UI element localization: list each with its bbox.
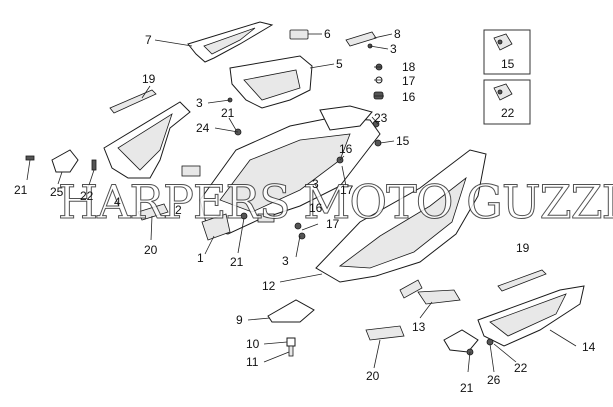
part-20-plate-left (137, 203, 169, 221)
callout-21: 21 (230, 255, 244, 269)
callout-22: 22 (80, 189, 94, 203)
part-6-clip (289, 29, 309, 40)
part-14-right-panel (477, 285, 585, 347)
callout-21: 21 (14, 183, 28, 197)
callout-25: 25 (50, 185, 64, 199)
callout-17: 17 (326, 217, 340, 231)
callout-26: 26 (487, 373, 501, 387)
callout-9: 9 (236, 313, 243, 327)
part-10-11-fastener (286, 337, 296, 357)
part-19-strip-right (497, 269, 547, 292)
callout-21: 21 (221, 106, 235, 120)
callout-16: 16 (339, 142, 353, 156)
callout-15: 15 (396, 134, 410, 148)
part-1-lower-piece (201, 213, 231, 241)
part-5-inner-panel (229, 55, 313, 109)
callout-20: 20 (366, 369, 380, 383)
callout-22: 22 (514, 361, 528, 375)
callout-3: 3 (390, 42, 397, 56)
part-13-plate (417, 289, 461, 305)
callouts: 7 6 8 3 5 18 17 16 19 3 21 24 23 15 16 1… (14, 27, 596, 395)
part-8-bracket (345, 31, 377, 47)
callout-13: 13 (412, 320, 426, 334)
watermark: HARPERS MOTO GUZZI© (58, 175, 613, 229)
part-19-strip-left (109, 89, 157, 114)
part-main-body (199, 105, 381, 235)
callout-3: 3 (312, 177, 319, 191)
callout-18: 18 (402, 60, 416, 74)
callout-10: 10 (246, 337, 260, 351)
legend-box-15-label: 15 (501, 57, 515, 71)
callout-23: 23 (374, 111, 388, 125)
part-12-right-fairing (315, 149, 487, 299)
callout-1: 1 (197, 251, 204, 265)
part-4-left-panel (103, 101, 191, 179)
legend-box-22: 22 (483, 79, 531, 125)
callout-12: 12 (262, 279, 276, 293)
callout-7: 7 (145, 33, 152, 47)
callout-8: 8 (394, 27, 401, 41)
leader-lines (26, 33, 577, 373)
legend-box-15: 15 (483, 29, 531, 75)
callout-24: 24 (196, 121, 210, 135)
part-20-plate-bottom (365, 325, 405, 341)
callout-17: 17 (402, 74, 416, 88)
callout-6: 6 (324, 27, 331, 41)
callout-14: 14 (582, 340, 596, 354)
part-9-cover (267, 299, 315, 323)
callout-3: 3 (282, 254, 289, 268)
part-25-light (51, 149, 79, 173)
callout-21: 21 (460, 381, 474, 395)
callout-17: 17 (340, 183, 354, 197)
part-7-top-cover (187, 21, 274, 63)
callout-5: 5 (336, 57, 343, 71)
legend-box-22-label: 22 (501, 106, 515, 120)
callout-11: 11 (246, 355, 259, 369)
callout-20: 20 (144, 243, 158, 257)
callout-4: 4 (114, 195, 121, 209)
callout-3: 3 (196, 96, 203, 110)
callout-2: 2 (175, 203, 182, 217)
callout-19: 19 (516, 241, 530, 255)
callout-19: 19 (142, 72, 156, 86)
callout-16: 16 (402, 90, 416, 104)
part-22-light (443, 329, 479, 353)
callout-16: 16 (309, 201, 323, 215)
